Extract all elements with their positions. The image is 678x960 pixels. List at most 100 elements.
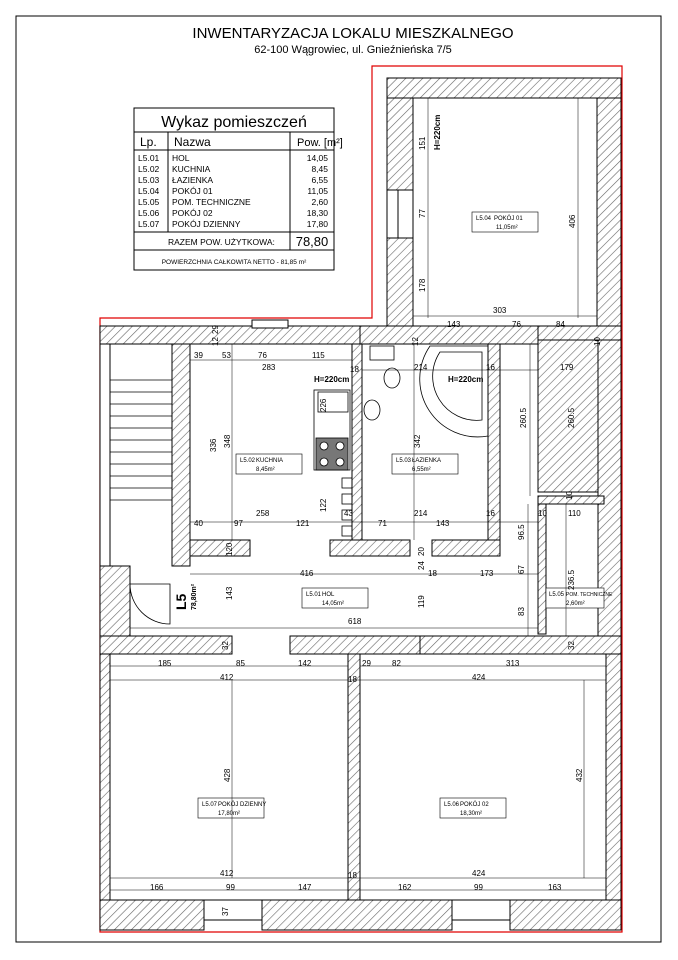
dim: 39	[194, 351, 203, 360]
dim: 336	[209, 438, 218, 452]
row-name: KUCHNIA	[172, 164, 211, 174]
room-04-area: 11,05m²	[496, 225, 518, 231]
row-name: POKÓJ DZIENNY	[172, 219, 241, 229]
total-label: RAZEM POW. UŻYTKOWA:	[168, 237, 275, 247]
unit-area: 78,80m²	[191, 583, 198, 610]
dim: 283	[262, 363, 276, 372]
dim: 99	[474, 883, 483, 892]
dim: 163	[548, 883, 562, 892]
dim: 424	[472, 673, 486, 682]
room-05-name: POM. TECHNICZNE	[566, 592, 613, 598]
dim: 258	[256, 509, 270, 518]
dim: 76	[512, 320, 521, 329]
height-room-03: H=220cm	[448, 375, 483, 384]
dim: 143	[436, 519, 450, 528]
dim: 32	[221, 641, 230, 650]
dim: 162	[398, 883, 412, 892]
dim: 18	[350, 365, 359, 374]
row-area: 17,80	[307, 219, 329, 229]
col-area-header: Pow. [m²]	[297, 137, 343, 149]
room-04-code: L5.04	[476, 216, 492, 222]
room-06-area: 18,30m²	[460, 811, 482, 817]
dim: 406	[568, 214, 577, 228]
dim: 97	[234, 519, 243, 528]
col-name-header: Nazwa	[174, 135, 211, 149]
col-lp-header: Lp.	[140, 135, 157, 149]
room-03-area: 6,55m²	[412, 467, 431, 473]
total-value: 78,80	[296, 234, 329, 249]
dim: 412	[220, 869, 234, 878]
dim: 147	[298, 883, 312, 892]
row-name: HOL	[172, 153, 190, 163]
room-07-name: POKÓJ DZIENNY	[218, 801, 266, 808]
dimension-texts: 151 77 178 406 303 143 76 84 10 12 29 39…	[150, 136, 602, 916]
schedule-title: Wykaz pomieszczeń	[161, 114, 307, 131]
room-07-code: L5.07	[202, 802, 218, 808]
room-01-area: 14,05m²	[322, 601, 344, 607]
height-room-04: H=220cm	[433, 115, 442, 150]
room-01-name: HOL	[322, 592, 335, 598]
dim: 166	[150, 883, 164, 892]
dim: 428	[223, 768, 232, 782]
row-area: 6,55	[311, 175, 328, 185]
row-name: ŁAZIENKA	[172, 175, 213, 185]
dim: 313	[506, 659, 520, 668]
dim: 43	[344, 509, 353, 518]
room-07-area: 17,80m²	[218, 811, 240, 817]
row-name: POKÓJ 02	[172, 208, 213, 218]
row-lp: L5.01	[138, 153, 160, 163]
room-06-name: POKÓJ 02	[460, 801, 489, 808]
dimension-lines	[110, 98, 606, 891]
dim: 76	[258, 351, 267, 360]
windows	[203, 189, 511, 921]
dim: 121	[296, 519, 310, 528]
dim: 77	[418, 209, 427, 218]
room-01-code: L5.01	[306, 592, 322, 598]
unit-boundary	[99, 65, 623, 933]
dim: 214	[414, 363, 428, 372]
dim: 10	[565, 491, 574, 500]
dim: 29	[211, 325, 220, 334]
room-02-area: 8,45m²	[256, 467, 275, 473]
dim: 10	[538, 509, 547, 518]
dim: 12	[211, 337, 220, 346]
dim: 226	[319, 398, 328, 412]
room-schedule-table: Wykaz pomieszczeń Lp. Nazwa Pow. [m²] L5…	[133, 107, 343, 271]
room-labels: L5.04 POKÓJ 01 11,05m² L5.02 KUCHNIA 8,4…	[197, 211, 613, 819]
dim: 416	[300, 569, 314, 578]
drawing-address: 62-100 Wągrowiec, ul. Gnieźnieńska 7/5	[254, 44, 452, 56]
dim: 260.5	[567, 407, 576, 428]
height-room-02: H=220cm	[314, 375, 349, 384]
row-area: 11,05	[307, 186, 328, 196]
dim: 412	[220, 673, 234, 682]
dim: 40	[194, 519, 203, 528]
staircase	[109, 344, 172, 560]
row-name: POM. TECHNICZNE	[172, 197, 251, 207]
dim: 303	[493, 306, 507, 315]
row-area: 18,30	[307, 208, 329, 218]
dim: 16	[486, 509, 495, 518]
dim: 83	[517, 607, 526, 616]
row-lp: L5.07	[138, 219, 160, 229]
dim: 342	[413, 434, 422, 448]
drawing-title: INWENTARYZACJA LOKALU MIESZKALNEGO	[192, 25, 513, 42]
room-03-code: L5.03	[396, 458, 412, 464]
room-05-area: 2,60m²	[566, 601, 585, 607]
dim: 143	[225, 586, 234, 600]
dim: 618	[348, 617, 362, 626]
row-area: 2,60	[311, 197, 328, 207]
dim: 18	[348, 675, 357, 684]
dim: 424	[472, 869, 486, 878]
dim: 236.5	[567, 569, 576, 590]
dim: 84	[556, 320, 565, 329]
dim: 173	[480, 569, 494, 578]
dim: 120	[225, 542, 234, 556]
dim: 432	[575, 768, 584, 782]
dim: 18	[348, 871, 357, 880]
row-lp: L5.06	[138, 208, 160, 218]
dim: 82	[392, 659, 401, 668]
row-area: 8,45	[311, 164, 328, 174]
row-lp: L5.03	[138, 175, 160, 185]
row-area: 14,05	[307, 153, 329, 163]
